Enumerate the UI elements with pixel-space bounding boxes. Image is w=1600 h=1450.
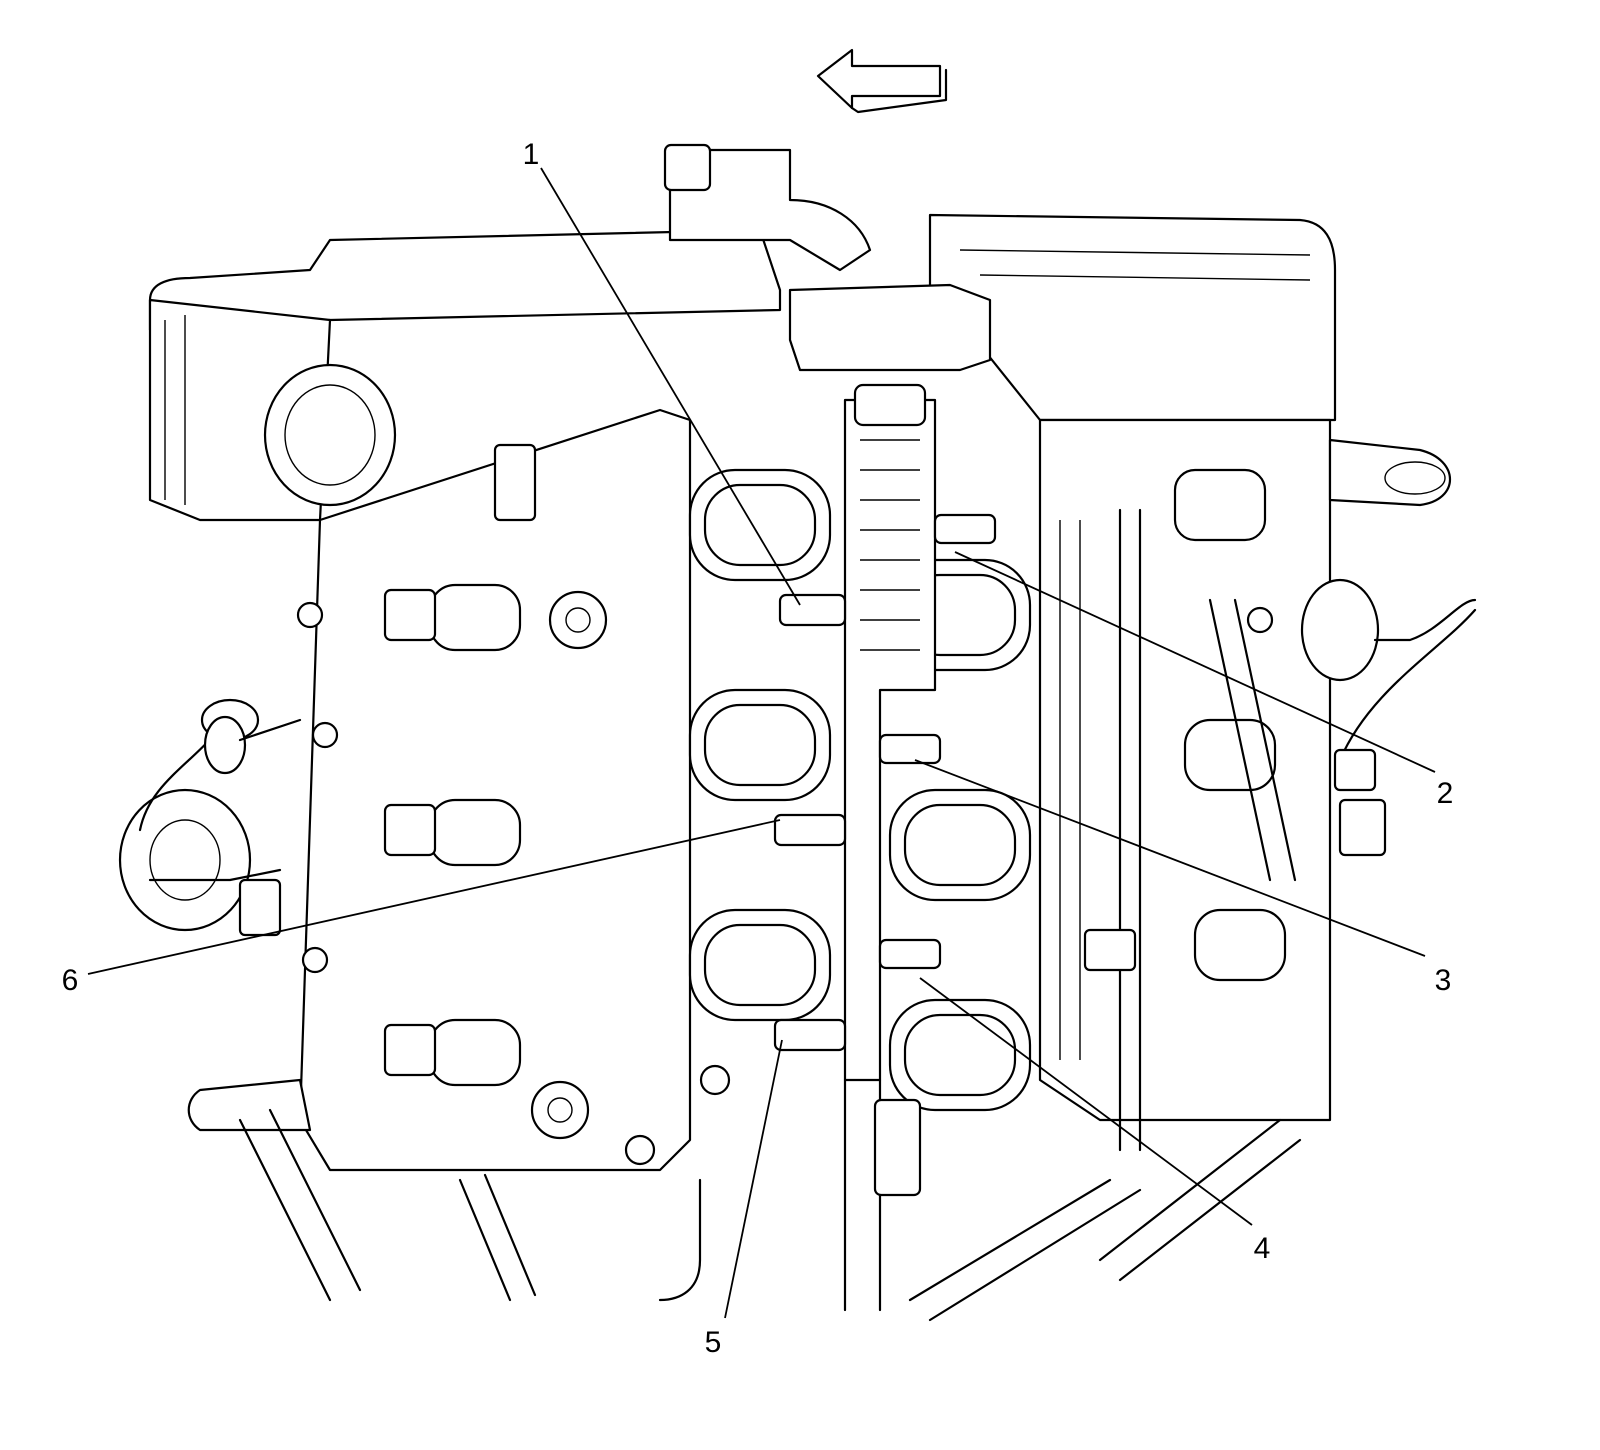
callout-5: 5 [705, 1326, 722, 1359]
callout-1: 1 [523, 138, 540, 171]
callout-6: 6 [62, 964, 79, 997]
callout-2: 2 [1437, 777, 1454, 810]
left-arrow-icon [816, 48, 948, 114]
callouts: 1 2 3 4 5 6 [62, 138, 1454, 1359]
engine-block [118, 143, 1477, 1322]
callout-3: 3 [1435, 964, 1452, 997]
callout-4: 4 [1254, 1232, 1271, 1265]
callout-leaders [87, 167, 1436, 1319]
